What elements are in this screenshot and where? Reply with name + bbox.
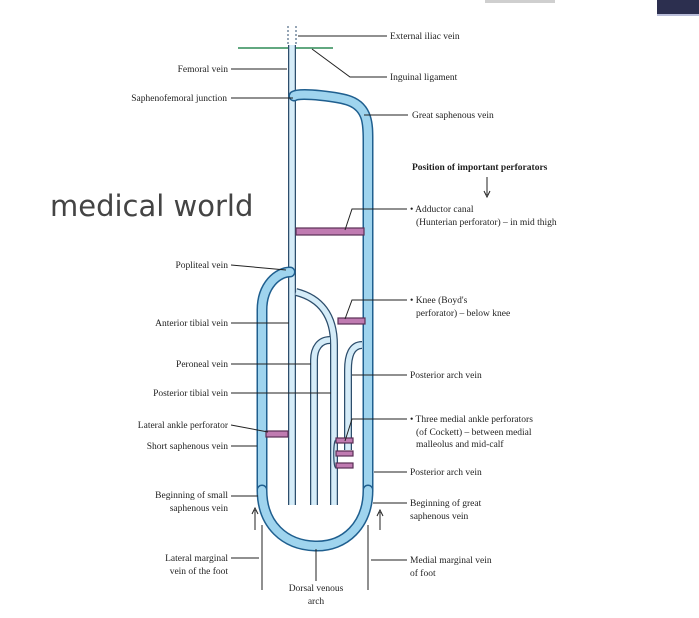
label-saphenofemoral-junction: Saphenofemoral junction [131,93,227,104]
corner-tab [657,0,699,16]
boyd-perforator [337,317,366,325]
label-adductor-2: (Hunterian perforator) – in mid thigh [416,217,557,228]
label-dorsal-1: Dorsal venous [289,584,344,594]
label-dorsal-2: arch [308,597,325,607]
label-beginning-great-1: Beginning of great [410,498,482,509]
peroneal-vein [310,336,331,505]
label-knee-2: perforator) – below knee [416,308,510,319]
hunterian-perforator [295,227,365,236]
label-lateral-ankle-perforator: Lateral ankle perforator [138,420,229,431]
label-great-saphenous-vein: Great saphenous vein [412,111,494,121]
external-iliac-vein-dotted [287,26,297,46]
right-labels: External iliac vein Inguinal ligament Gr… [298,32,557,579]
label-femoral-vein: Femoral vein [178,65,229,75]
label-adductor-1: • Adductor canal [410,205,474,215]
label-inguinal-ligament: Inguinal ligament [390,73,458,83]
bottom-labels: Dorsal venous arch [289,549,344,607]
label-lateral-marginal-1: Lateral marginal [165,554,228,564]
label-posterior-arch-vein-1: Posterior arch vein [410,371,482,381]
heading-perforators: Position of important perforators [412,163,548,173]
label-medial-marginal-2: of foot [410,568,436,579]
label-cockett-1: • Three medial ankle perforators [410,414,533,425]
label-peroneal-vein: Peroneal vein [176,360,228,370]
label-external-iliac-vein: External iliac vein [390,32,460,42]
anterior-tibial-vein [294,288,338,505]
label-beginning-small-1: Beginning of small [155,490,228,501]
label-short-saphenous-vein: Short saphenous vein [147,442,229,452]
label-cockett-3: malleolus and mid-calf [416,439,504,450]
label-popliteal-vein: Popliteal vein [175,261,228,271]
watermark: medical world [50,189,253,223]
label-medial-marginal-1: Medial marginal vein [410,556,492,566]
label-posterior-arch-vein-2: Posterior arch vein [410,468,482,478]
short-saphenous-vein [256,266,296,496]
left-labels: Femoral vein Saphenofemoral junction Pop… [131,65,331,577]
top-cropped-fragment [485,0,555,3]
label-cockett-2: (of Cockett) – between medial [416,427,532,438]
label-anterior-tibial-vein: Anterior tibial vein [155,319,228,329]
posterior-arch-vein [344,341,363,450]
dorsal-venous-arch [256,484,374,552]
lateral-ankle-perforator-bar [265,430,289,438]
label-lateral-marginal-2: vein of the foot [170,566,229,577]
label-posterior-tibial-vein: Posterior tibial vein [153,389,228,399]
label-knee-1: • Knee (Boyd's [410,295,468,306]
cockett-perforators [333,437,354,469]
label-beginning-great-2: saphenous vein [410,512,469,522]
great-saphenous-vein [288,89,374,496]
label-beginning-small-2: saphenous vein [170,504,229,514]
